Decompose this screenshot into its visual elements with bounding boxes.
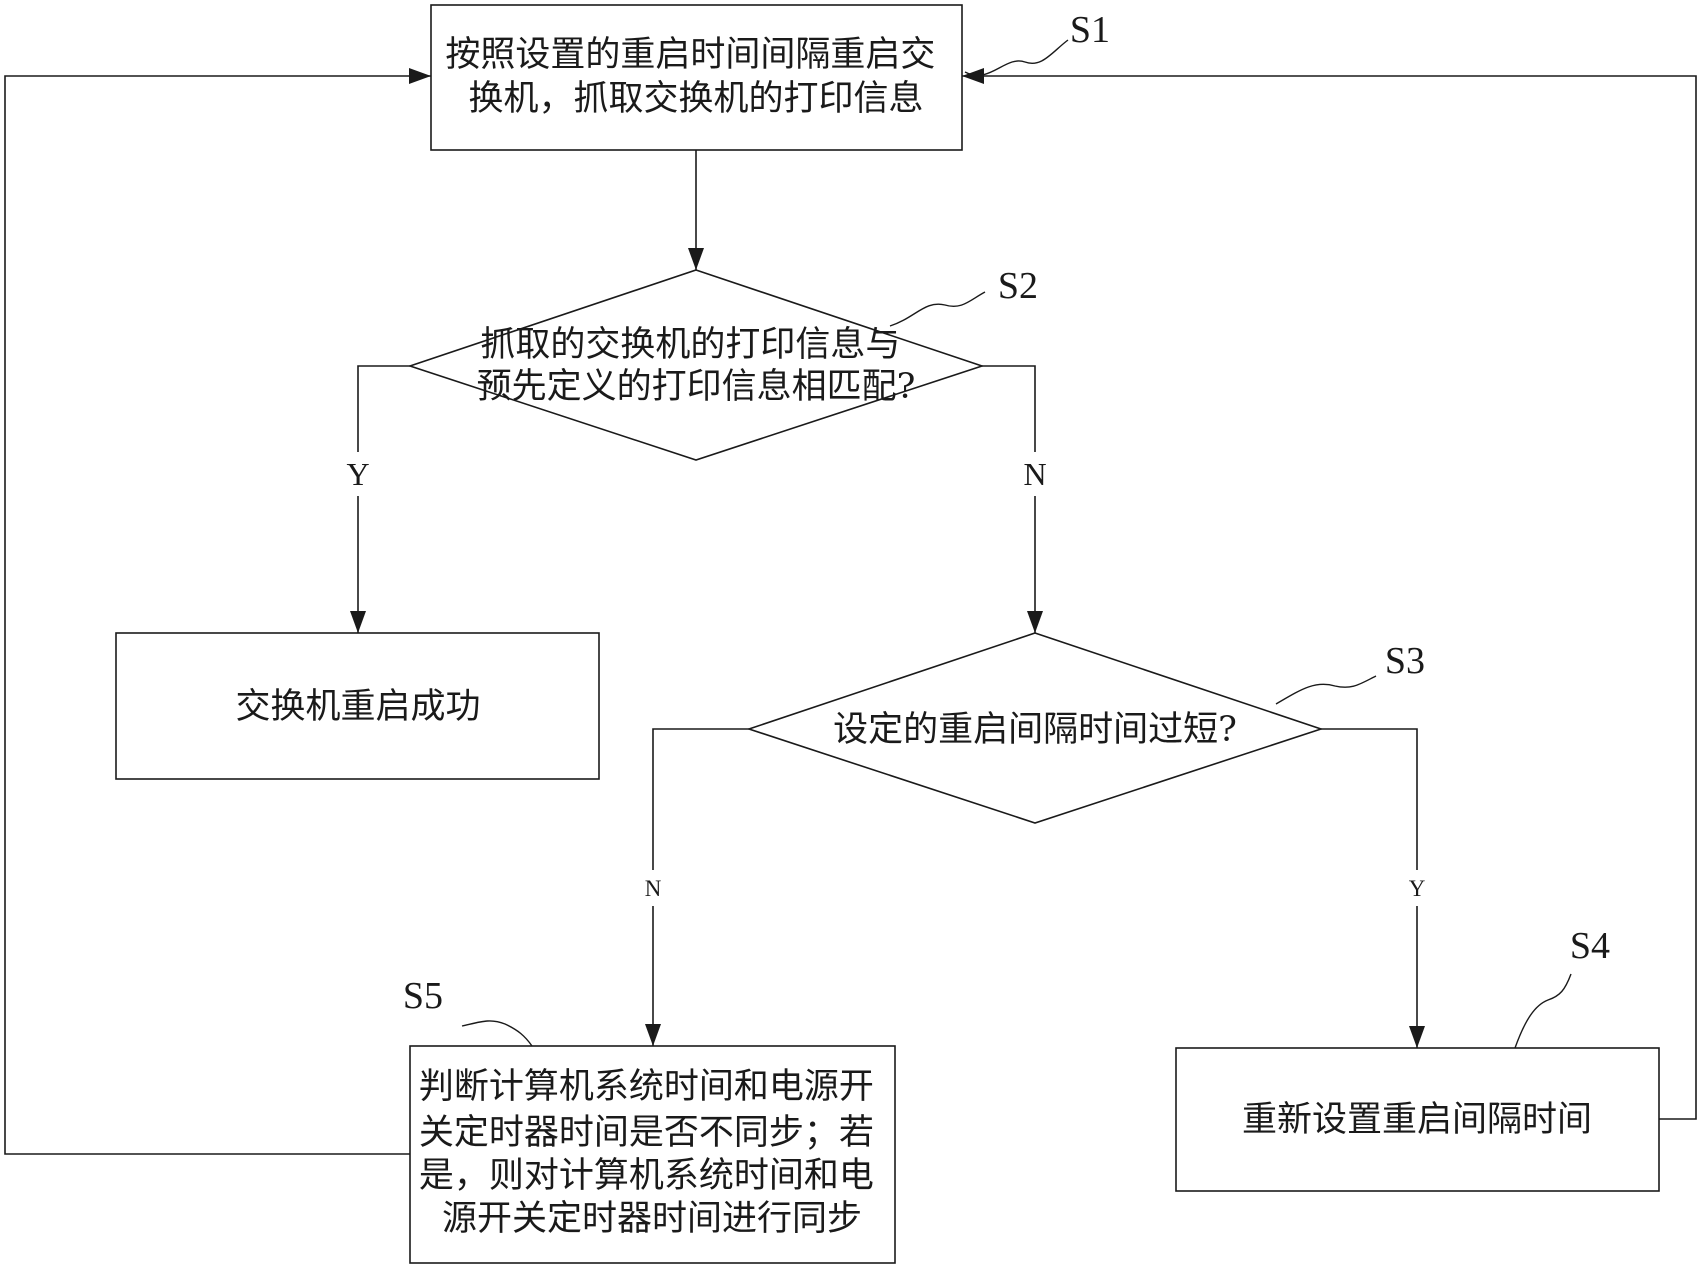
step-s3-tag: S3 xyxy=(1385,640,1425,682)
step-s5-line: 是，则对计算机系统时间和电 xyxy=(419,1156,874,1196)
step-s3-text: 设定的重启间隔时间过短? xyxy=(833,710,1237,750)
step-s2-line: 抓取的交换机的打印信息与 xyxy=(480,325,900,365)
step-s2-leader xyxy=(890,292,985,326)
loop-s5-to-s1 xyxy=(5,76,431,1154)
branch-s2-no-upper xyxy=(982,366,1035,452)
branch-s3-yes-upper xyxy=(1321,729,1417,870)
step-s4-text: 重新设置重启间隔时间 xyxy=(1242,1100,1592,1140)
step-s5-line: 关定时器时间是否不同步；若 xyxy=(419,1113,874,1153)
step-s1-tag: S1 xyxy=(1070,9,1110,51)
branch-s2-yes-label: Y xyxy=(346,456,369,492)
branch-s3-no-label: N xyxy=(645,876,662,901)
step-s1-box xyxy=(431,5,962,150)
step-s3-leader xyxy=(1276,676,1376,704)
step-s1: 按照设置的重启时间间隔重启交 换机，抓取交换机的打印信息 S1 xyxy=(431,5,1110,150)
step-s5: 判断计算机系统时间和电源开 关定时器时间是否不同步；若 是，则对计算机系统时间和… xyxy=(403,975,895,1263)
branch-s2-no-label: N xyxy=(1023,456,1046,492)
branch-s3-no-upper xyxy=(653,729,749,870)
step-s2-tag: S2 xyxy=(998,265,1038,307)
branch-s3-yes-label: Y xyxy=(1409,876,1426,901)
step-s2-diamond xyxy=(410,270,982,460)
step-s4-tag: S4 xyxy=(1570,925,1610,967)
step-success-text: 交换机重启成功 xyxy=(235,687,480,727)
step-s4-leader xyxy=(1515,974,1571,1048)
step-s1-line: 换机，抓取交换机的打印信息 xyxy=(468,79,923,119)
step-s5-tag: S5 xyxy=(403,975,443,1017)
step-s5-line: 判断计算机系统时间和电源开 xyxy=(419,1067,874,1107)
step-s1-line: 按照设置的重启时间间隔重启交 xyxy=(445,35,935,75)
step-s2: 抓取的交换机的打印信息与 预先定义的打印信息相匹配? S2 xyxy=(410,265,1038,460)
step-s2-line: 预先定义的打印信息相匹配? xyxy=(477,367,916,407)
step-success: 交换机重启成功 xyxy=(116,633,599,779)
step-s1-leader xyxy=(965,40,1068,75)
step-s5-line: 源开关定时器时间进行同步 xyxy=(442,1199,862,1239)
step-s3: 设定的重启间隔时间过短? S3 xyxy=(749,633,1425,823)
step-s5-leader xyxy=(462,1021,532,1046)
branch-s2-yes-upper xyxy=(358,366,410,452)
